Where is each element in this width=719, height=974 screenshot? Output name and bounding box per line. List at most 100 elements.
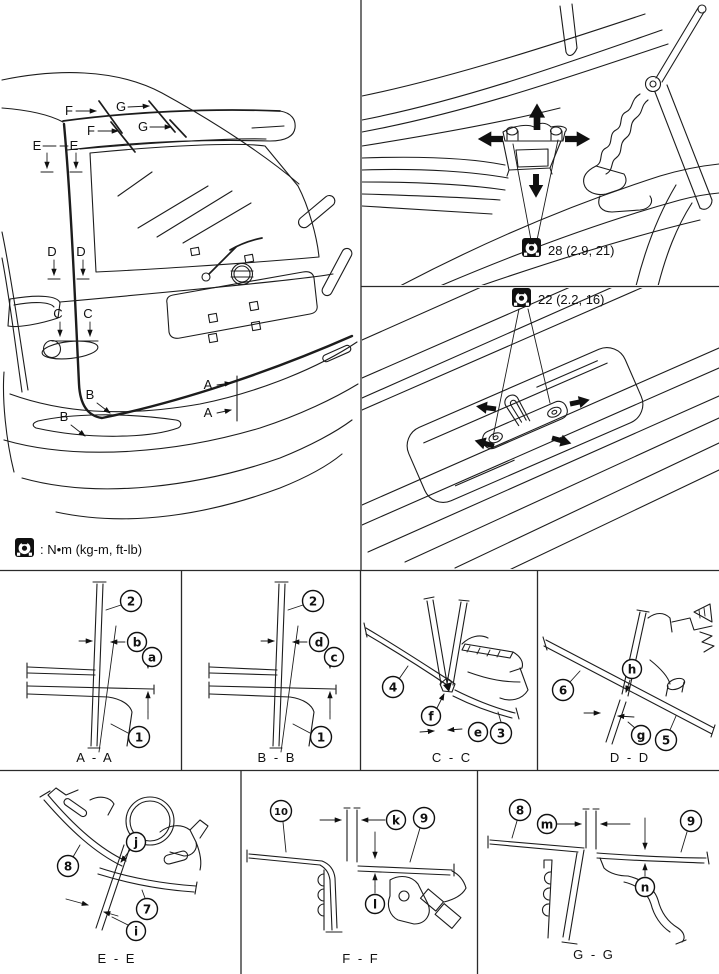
- hinge-torque-text: 28 (2.9, 21): [548, 243, 615, 258]
- svg-text:e: e: [474, 726, 482, 740]
- dim-callout-b: b: [126, 631, 148, 653]
- section-e-e-drawing: [39, 787, 209, 931]
- section-f-f: 10 k 9 l F - F: [246, 799, 467, 966]
- svg-text:g: g: [637, 729, 646, 743]
- svg-text:9: 9: [687, 815, 695, 829]
- section-d-d-drawing: [542, 603, 716, 745]
- dim-callout-k: k: [385, 809, 407, 831]
- callout-B-1: B: [86, 387, 95, 402]
- svg-text:9: 9: [420, 812, 428, 826]
- part-callout-10: 10: [269, 799, 293, 823]
- svg-text:1: 1: [317, 731, 325, 745]
- svg-text:8: 8: [516, 804, 524, 818]
- svg-text:h: h: [628, 663, 637, 677]
- part-callout-3: 3: [489, 721, 513, 745]
- dim-callout-i: i: [125, 920, 147, 942]
- striker-adjustment-panel: 22 (2.2, 16): [362, 288, 719, 569]
- svg-text:4: 4: [389, 681, 397, 695]
- section-g-g-drawing: [487, 808, 710, 945]
- callout-F-1: F: [65, 103, 73, 118]
- svg-text:c: c: [330, 651, 337, 665]
- callout-D-1: D: [47, 244, 56, 259]
- svg-text:2: 2: [127, 595, 135, 609]
- dim-callout-c: c: [323, 646, 345, 668]
- torque-wrench-icon: [15, 538, 34, 557]
- section-c-c-label: C - C: [432, 750, 472, 765]
- svg-text:m: m: [541, 818, 554, 832]
- dim-callout-j: j: [125, 831, 147, 853]
- part-callout-6: 6: [551, 678, 575, 702]
- vehicle-rear-view-panel: F F G G E E D D C C B B A: [1, 72, 359, 557]
- svg-text:8: 8: [64, 860, 72, 874]
- section-a-a-label: A - A: [76, 750, 113, 765]
- part-callout-1: 1: [309, 725, 333, 749]
- callout-C-1: C: [53, 306, 62, 321]
- hinge-body-drawing: [362, 3, 719, 285]
- svg-text:l: l: [373, 898, 377, 912]
- svg-text:7: 7: [143, 903, 151, 917]
- vehicle-dimension-callouts: F F G G E E D D C C B B A: [33, 99, 232, 437]
- dim-callout-n: n: [634, 876, 656, 898]
- striker-torque-callout: 22 (2.2, 16): [492, 288, 605, 438]
- section-e-e-label: E - E: [98, 951, 137, 966]
- torque-legend-text: : N•m (kg-m, ft-lb): [40, 542, 142, 557]
- svg-text:i: i: [134, 925, 138, 939]
- striker-torque-text: 22 (2.2, 16): [538, 292, 605, 307]
- part-callout-2: 2: [119, 589, 143, 613]
- svg-text:a: a: [148, 651, 156, 665]
- section-c-c: 4 f e 3 C - C: [363, 596, 529, 765]
- callout-E-1: E: [33, 138, 42, 153]
- callout-A-1: A: [204, 377, 213, 392]
- callout-C-2: C: [83, 306, 92, 321]
- section-f-f-drawing: [246, 807, 467, 933]
- part-callout-7: 7: [135, 897, 159, 921]
- callout-B-2: B: [60, 409, 69, 424]
- svg-text:3: 3: [497, 727, 505, 741]
- section-e-e: 8 j 7 i E - E: [39, 787, 209, 966]
- section-b-b: 2 d c 1 B - B: [209, 582, 345, 765]
- part-callout-4: 4: [381, 675, 405, 699]
- svg-text:f: f: [428, 710, 434, 724]
- dim-callout-f: f: [420, 705, 442, 727]
- callout-D-2: D: [76, 244, 85, 259]
- svg-text:b: b: [133, 636, 142, 650]
- section-a-a: 2 b a 1 A - A: [27, 582, 163, 765]
- svg-text:6: 6: [559, 684, 567, 698]
- section-f-f-label: F - F: [342, 951, 379, 966]
- part-callout-9: 9: [412, 806, 436, 830]
- section-g-g-label: G - G: [573, 947, 615, 962]
- dim-callout-e: e: [467, 721, 489, 743]
- svg-text:d: d: [315, 636, 324, 650]
- dim-callout-d: d: [308, 631, 330, 653]
- section-b-b-label: B - B: [258, 750, 297, 765]
- part-callout-8: 8: [56, 854, 80, 878]
- hinge-adjustment-panel: 28 (2.9, 21): [362, 3, 719, 285]
- torque-wrench-icon: [522, 238, 541, 257]
- callout-E-2: E: [70, 138, 79, 153]
- dim-callout-g: g: [630, 724, 652, 746]
- svg-text:k: k: [392, 814, 401, 828]
- section-g-g: 8 m 9 n G - G: [487, 798, 710, 962]
- hinge-torque-callout: 28 (2.9, 21): [512, 139, 615, 258]
- torque-legend: : N•m (kg-m, ft-lb): [15, 538, 142, 557]
- svg-text:2: 2: [309, 595, 317, 609]
- callout-F-2: F: [87, 123, 95, 138]
- part-callout-1: 1: [127, 725, 151, 749]
- svg-text:n: n: [641, 881, 650, 895]
- svg-text:5: 5: [662, 734, 670, 748]
- callout-G-1: G: [116, 99, 126, 114]
- part-callout-8: 8: [508, 798, 532, 822]
- dim-callout-a: a: [141, 646, 163, 668]
- callout-A-2: A: [204, 405, 213, 420]
- dim-callout-h: h: [621, 658, 643, 680]
- dim-callout-m: m: [536, 813, 558, 835]
- dim-callout-l: l: [364, 893, 386, 915]
- callout-G-2: G: [138, 119, 148, 134]
- part-callout-5: 5: [654, 728, 678, 752]
- vehicle-body-drawing: [1, 72, 359, 520]
- sill-lines: [362, 288, 719, 569]
- section-d-d: 6 h g 5 D - D: [542, 603, 716, 765]
- license-plate-holes: [189, 246, 262, 344]
